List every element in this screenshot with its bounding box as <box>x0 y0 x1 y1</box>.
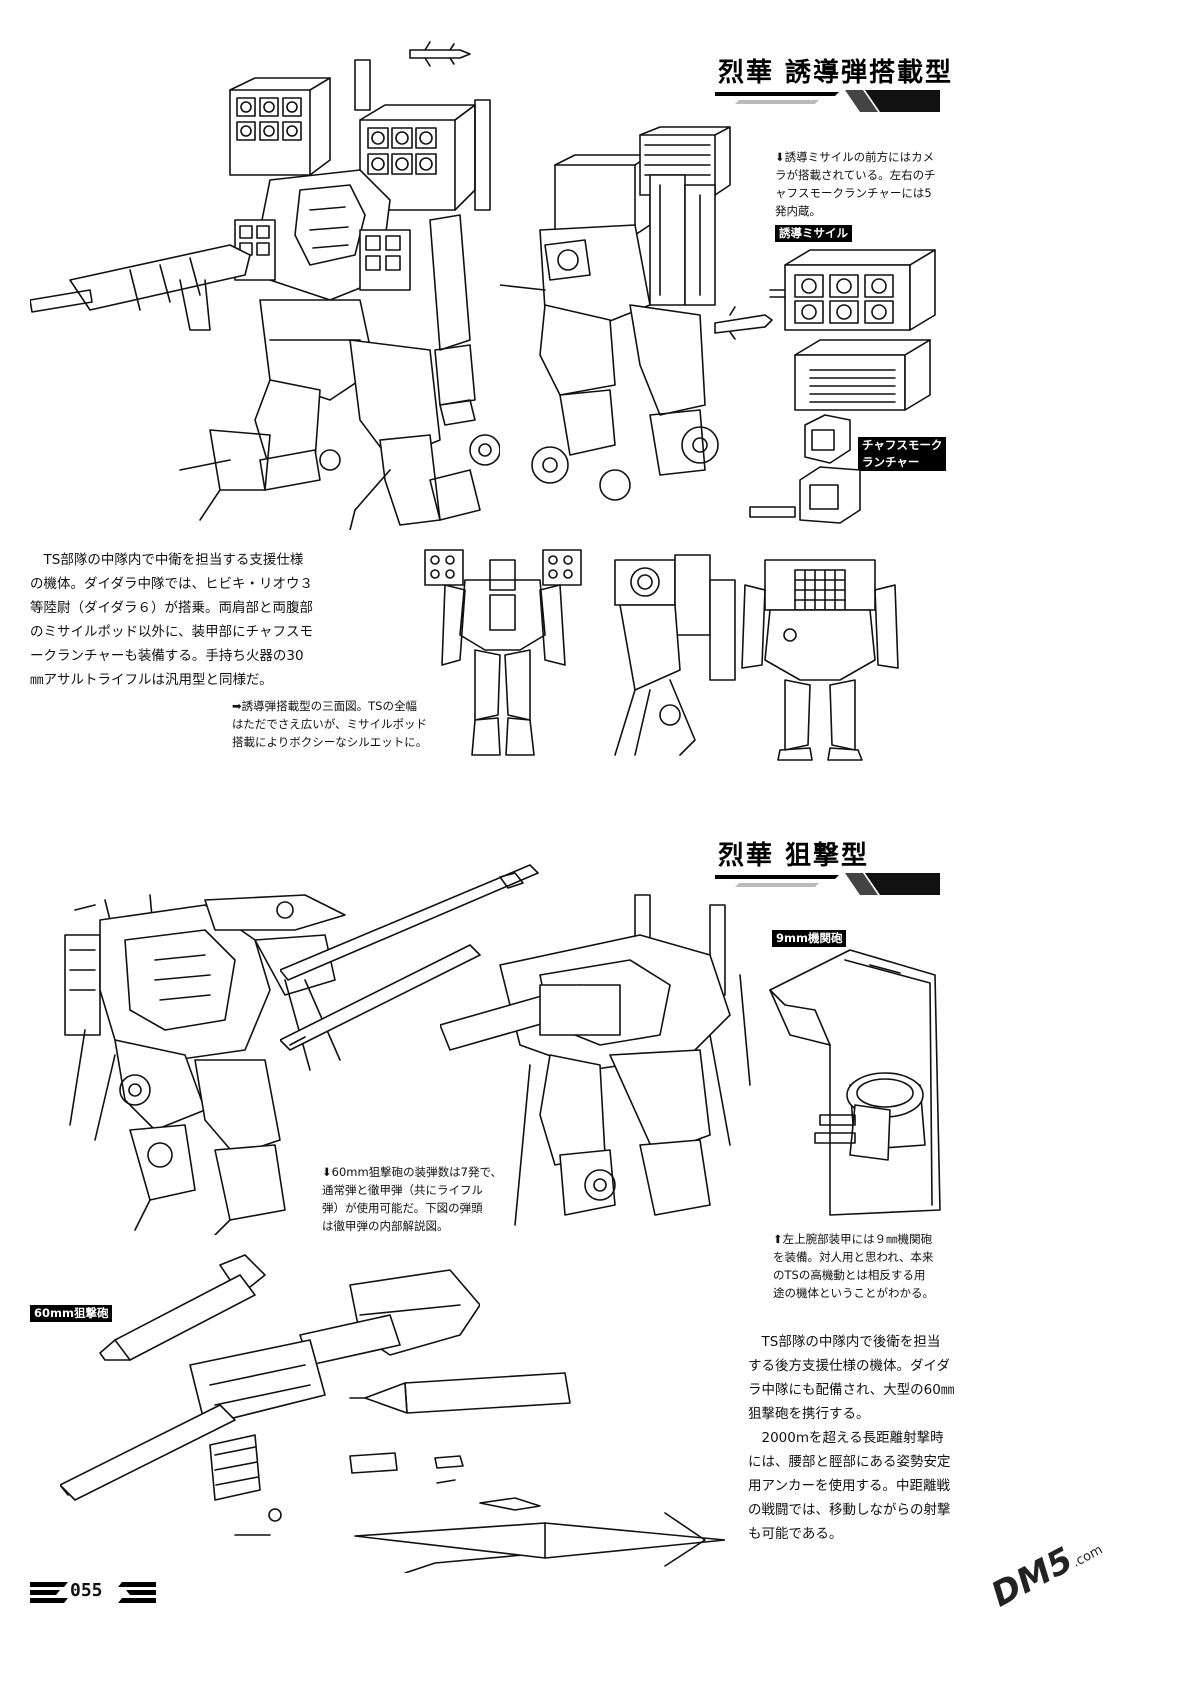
page-number: 055 <box>70 1580 103 1601</box>
illustration-sniper-barrel <box>280 855 550 1055</box>
illustration-missile-mech-back <box>500 125 750 515</box>
body-text-missile: TS部隊の中隊内で中衛を担当する支援仕様 の機体。ダイダラ中隊では、ヒビキ・リオ… <box>30 552 313 688</box>
illustration-missile-pod-parts <box>710 235 950 535</box>
footer-deco-left <box>30 1582 68 1608</box>
caption-60mm-rifle: ⬇60mm狙撃砲の装弾数は7発で、 通常弾と徹甲弾（共にライフル 弾）が使用可能… <box>322 1165 503 1233</box>
illustration-sniper-mech-right <box>440 885 770 1235</box>
label-guided-missile: 誘導ミサイル <box>775 225 852 242</box>
body-text-sniper: TS部隊の中隊内で後衛を担当 する後方支援仕様の機体。ダイダ ラ中隊にも配備され… <box>748 1334 955 1542</box>
illustration-three-view <box>420 540 920 765</box>
caption-missile: ⬇誘導ミサイルの前方にはカメ ラが搭載されている。左右のチ ャフスモークランチャ… <box>775 150 936 218</box>
section-title-sniper: 烈華 狙撃型 <box>718 841 870 871</box>
illustration-sniper-mech-left <box>55 880 365 1235</box>
illustration-ammunition <box>345 1358 725 1573</box>
illustration-9mm-cannon <box>760 945 955 1220</box>
watermark-logo: DM5.com <box>985 1539 1106 1616</box>
title-decoration-bar <box>715 90 940 112</box>
footer-deco-right <box>118 1582 156 1608</box>
caption-9mm-cannon: ⬆左上腕部装甲には９㎜機関砲 を装備。対人用と思われ、本来 のTSの高機動とは相… <box>773 1232 934 1300</box>
illustration-60mm-rifle <box>60 1245 480 1545</box>
title-decoration-bar-2 <box>715 873 940 895</box>
label-chaff-launcher: チャフスモーク ランチャー <box>858 437 947 471</box>
label-60mm-rifle: 60mm狙撃砲 <box>30 1305 113 1322</box>
caption-three-view: ➡誘導弾搭載型の三面図。TSの全幅 はただでさえ広いが、ミサイルポッド 搭載によ… <box>232 699 428 749</box>
section-title-missile: 烈華 誘導弾搭載型 <box>718 58 954 88</box>
label-9mm-cannon: 9mm機関砲 <box>772 930 847 947</box>
illustration-missile-mech-front <box>30 40 500 530</box>
